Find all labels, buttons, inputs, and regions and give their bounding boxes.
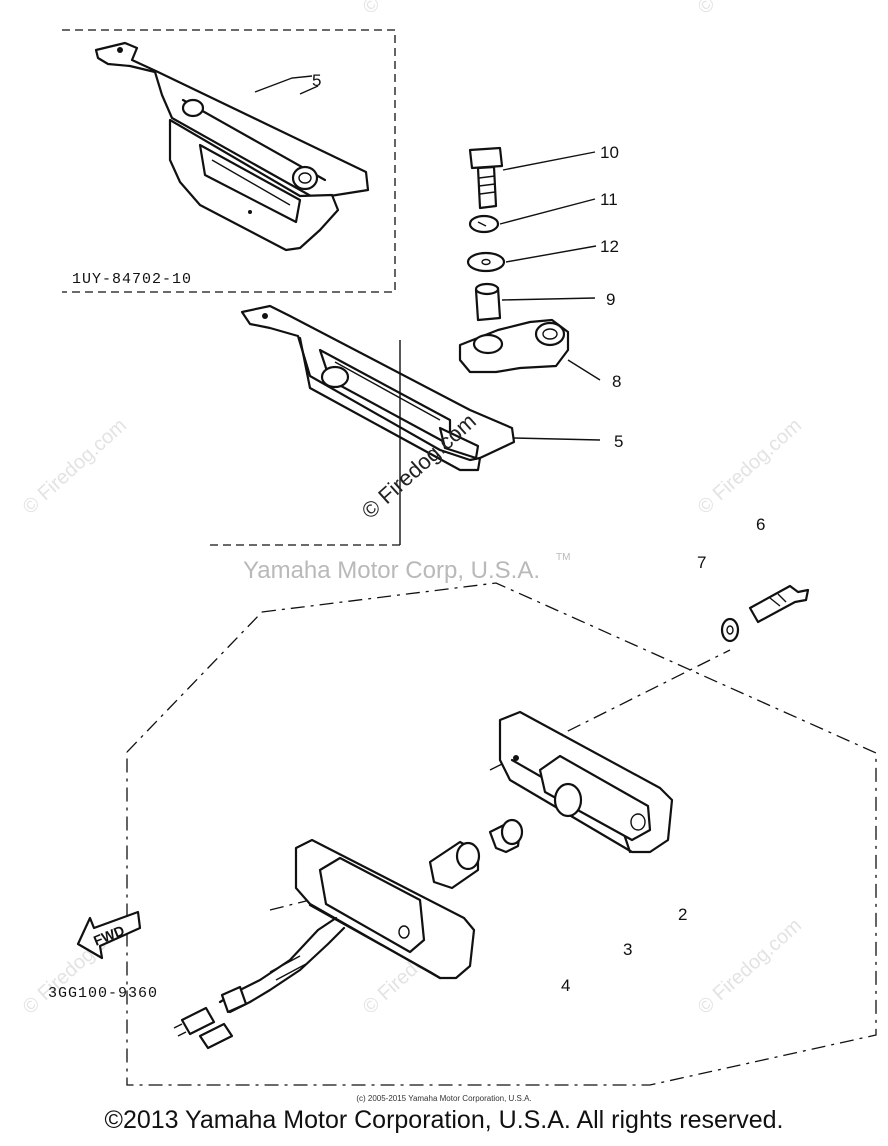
inset-box <box>62 29 396 293</box>
firedog-watermarks: © Firedog.com © Firedog.com © Firedog.co… <box>19 0 806 1019</box>
bolt-6 <box>748 584 810 624</box>
firedog-watermark: © Firedog.com <box>694 914 806 1018</box>
callout-3: 3 <box>623 940 632 959</box>
firedog-watermark: © Firedog.com <box>359 0 471 19</box>
callout-7: 7 <box>697 553 706 572</box>
hardware-stack <box>299 85 601 441</box>
callout-6: 6 <box>756 515 765 534</box>
guide-lines <box>126 544 877 1086</box>
firedog-watermark: © Firedog.com <box>19 414 131 518</box>
firedog-watermark: © Firedog.com <box>694 414 806 518</box>
lamp-assembly <box>173 710 674 1050</box>
copyright-small: (c) 2005-2015 Yamaha Motor Corporation, … <box>356 1094 532 1103</box>
inset-part-code: 1UY-84702-10 <box>72 271 192 288</box>
copyright-notice: ©2013 Yamaha Motor Corporation, U.S.A. A… <box>104 1106 784 1134</box>
inset-bracket <box>94 41 370 252</box>
washer-7 <box>720 617 740 643</box>
callout-2: 2 <box>678 905 687 924</box>
callout-5-inset: 5 <box>312 71 321 90</box>
callout-8: 8 <box>612 372 621 391</box>
yamaha-watermark: Yamaha Motor Corp, U.S.A. <box>243 557 540 584</box>
firedog-watermark: © Firedog.com <box>694 0 806 19</box>
callout-9: 9 <box>606 290 615 309</box>
tm-mark: TM <box>556 552 570 563</box>
callout-5-main: 5 <box>614 432 623 451</box>
callout-10: 10 <box>600 143 619 162</box>
main-bracket <box>240 304 516 545</box>
callout-4: 4 <box>561 976 570 995</box>
callout-11: 11 <box>600 190 618 209</box>
callout-12: 12 <box>600 237 619 256</box>
main-part-code: 3GG100-9360 <box>48 985 158 1002</box>
